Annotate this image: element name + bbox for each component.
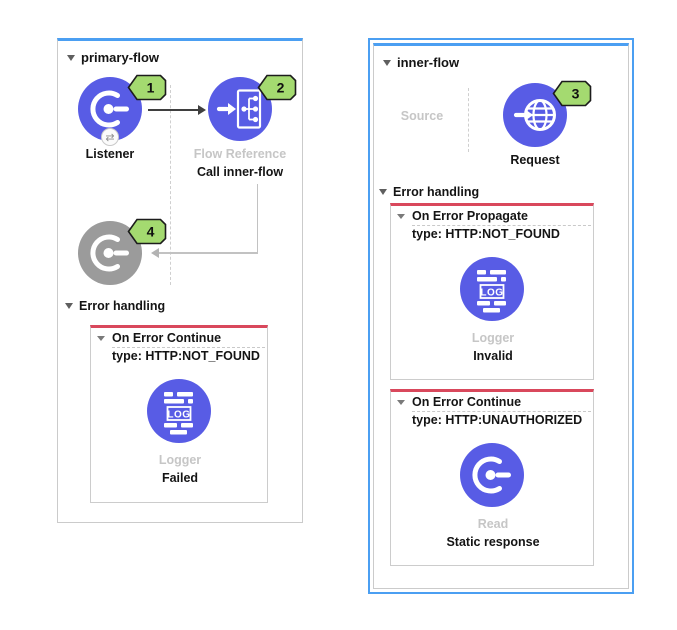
svg-text:1: 1 [147, 80, 155, 96]
component-type-label: Logger [471, 331, 515, 345]
logger-icon: LOG [164, 392, 193, 435]
logger-node[interactable]: LOG [460, 257, 524, 321]
flow-header: inner-flow [383, 55, 459, 70]
listener-icon [90, 90, 129, 128]
svg-text:LOG: LOG [480, 288, 503, 299]
scope-title: On Error Continue [112, 331, 222, 345]
error-handling-header: Error handling [379, 185, 479, 199]
scope-error-type: type: HTTP:UNAUTHORIZED [412, 413, 583, 427]
error-handling-label: Error handling [79, 299, 166, 313]
source-divider-dashed-line [468, 88, 469, 152]
svg-text:4: 4 [147, 224, 155, 240]
component-name-label: Static response [446, 535, 540, 549]
flow-selection-border[interactable]: inner-flow Source 3 Reque [368, 38, 634, 594]
collapse-triangle-icon[interactable] [383, 59, 391, 66]
exchange-glyph: ⇄ [105, 130, 115, 144]
component-type-label: Read [477, 517, 509, 531]
logger-icon: LOG [477, 270, 506, 313]
flow-container-inner[interactable]: inner-flow Source 3 Reque [373, 43, 629, 589]
collapse-triangle-icon[interactable] [397, 214, 405, 219]
collapse-triangle-icon[interactable] [97, 336, 105, 341]
on-error-propagate-scope[interactable]: On Error Propagate type: HTTP:NOT_FOUND … [390, 203, 594, 380]
scope-separator [412, 225, 591, 226]
error-handling-label: Error handling [393, 185, 480, 199]
svg-text:2: 2 [277, 80, 285, 96]
svg-text:3: 3 [572, 86, 580, 102]
scope-separator [112, 347, 265, 348]
arrow-right-icon [198, 104, 206, 115]
scope-separator [412, 411, 591, 412]
flow-title: inner-flow [397, 55, 460, 70]
return-connector-horizontal-line [158, 252, 258, 254]
step-badge-1: 1 [127, 74, 167, 101]
on-error-continue-scope[interactable]: On Error Continue type: HTTP:NOT_FOUND L… [90, 325, 268, 503]
listener-label: Listener [85, 147, 135, 161]
component-type-label: Logger [158, 453, 202, 467]
scope-error-type: type: HTTP:NOT_FOUND [112, 349, 260, 363]
collapse-triangle-icon[interactable] [379, 189, 387, 195]
on-error-continue-scope[interactable]: On Error Continue type: HTTP:UNAUTHORIZE… [390, 389, 594, 566]
collapse-triangle-icon[interactable] [67, 54, 75, 61]
source-placeholder-label: Source [400, 109, 444, 123]
scope-error-type: type: HTTP:NOT_FOUND [412, 227, 560, 241]
flow-header: primary-flow [67, 50, 159, 65]
scope-title: On Error Propagate [412, 209, 528, 223]
component-name-label: Invalid [473, 349, 513, 363]
flow-reference-name-label: Call inner-flow [196, 165, 284, 179]
arrow-left-icon [151, 248, 159, 258]
exchange-mini-icon: ⇄ [101, 128, 119, 146]
flow-title: primary-flow [81, 50, 160, 65]
http-request-icon [513, 99, 556, 131]
error-handling-header: Error handling [65, 299, 165, 313]
step-badge-2: 2 [257, 74, 297, 101]
source-divider-dashed-line [170, 85, 171, 285]
return-connector-vertical-line [257, 184, 258, 253]
svg-text:LOG: LOG [167, 410, 190, 421]
logger-node[interactable]: LOG [147, 379, 211, 443]
message-connector-line [148, 109, 198, 111]
step-badge-4: 4 [127, 218, 167, 245]
read-icon [472, 456, 511, 494]
flow-container-primary[interactable]: primary-flow ⇄ 1 [57, 38, 303, 523]
read-node[interactable] [460, 443, 524, 507]
collapse-triangle-icon[interactable] [397, 400, 405, 405]
scope-title: On Error Continue [412, 395, 522, 409]
component-name-label: Failed [161, 471, 199, 485]
connector-icon [90, 234, 129, 272]
flow-reference-type-label: Flow Reference [193, 147, 287, 161]
flow-reference-icon [216, 89, 262, 129]
request-name-label: Request [510, 153, 560, 167]
step-badge-3: 3 [552, 80, 592, 107]
collapse-triangle-icon[interactable] [65, 303, 73, 309]
